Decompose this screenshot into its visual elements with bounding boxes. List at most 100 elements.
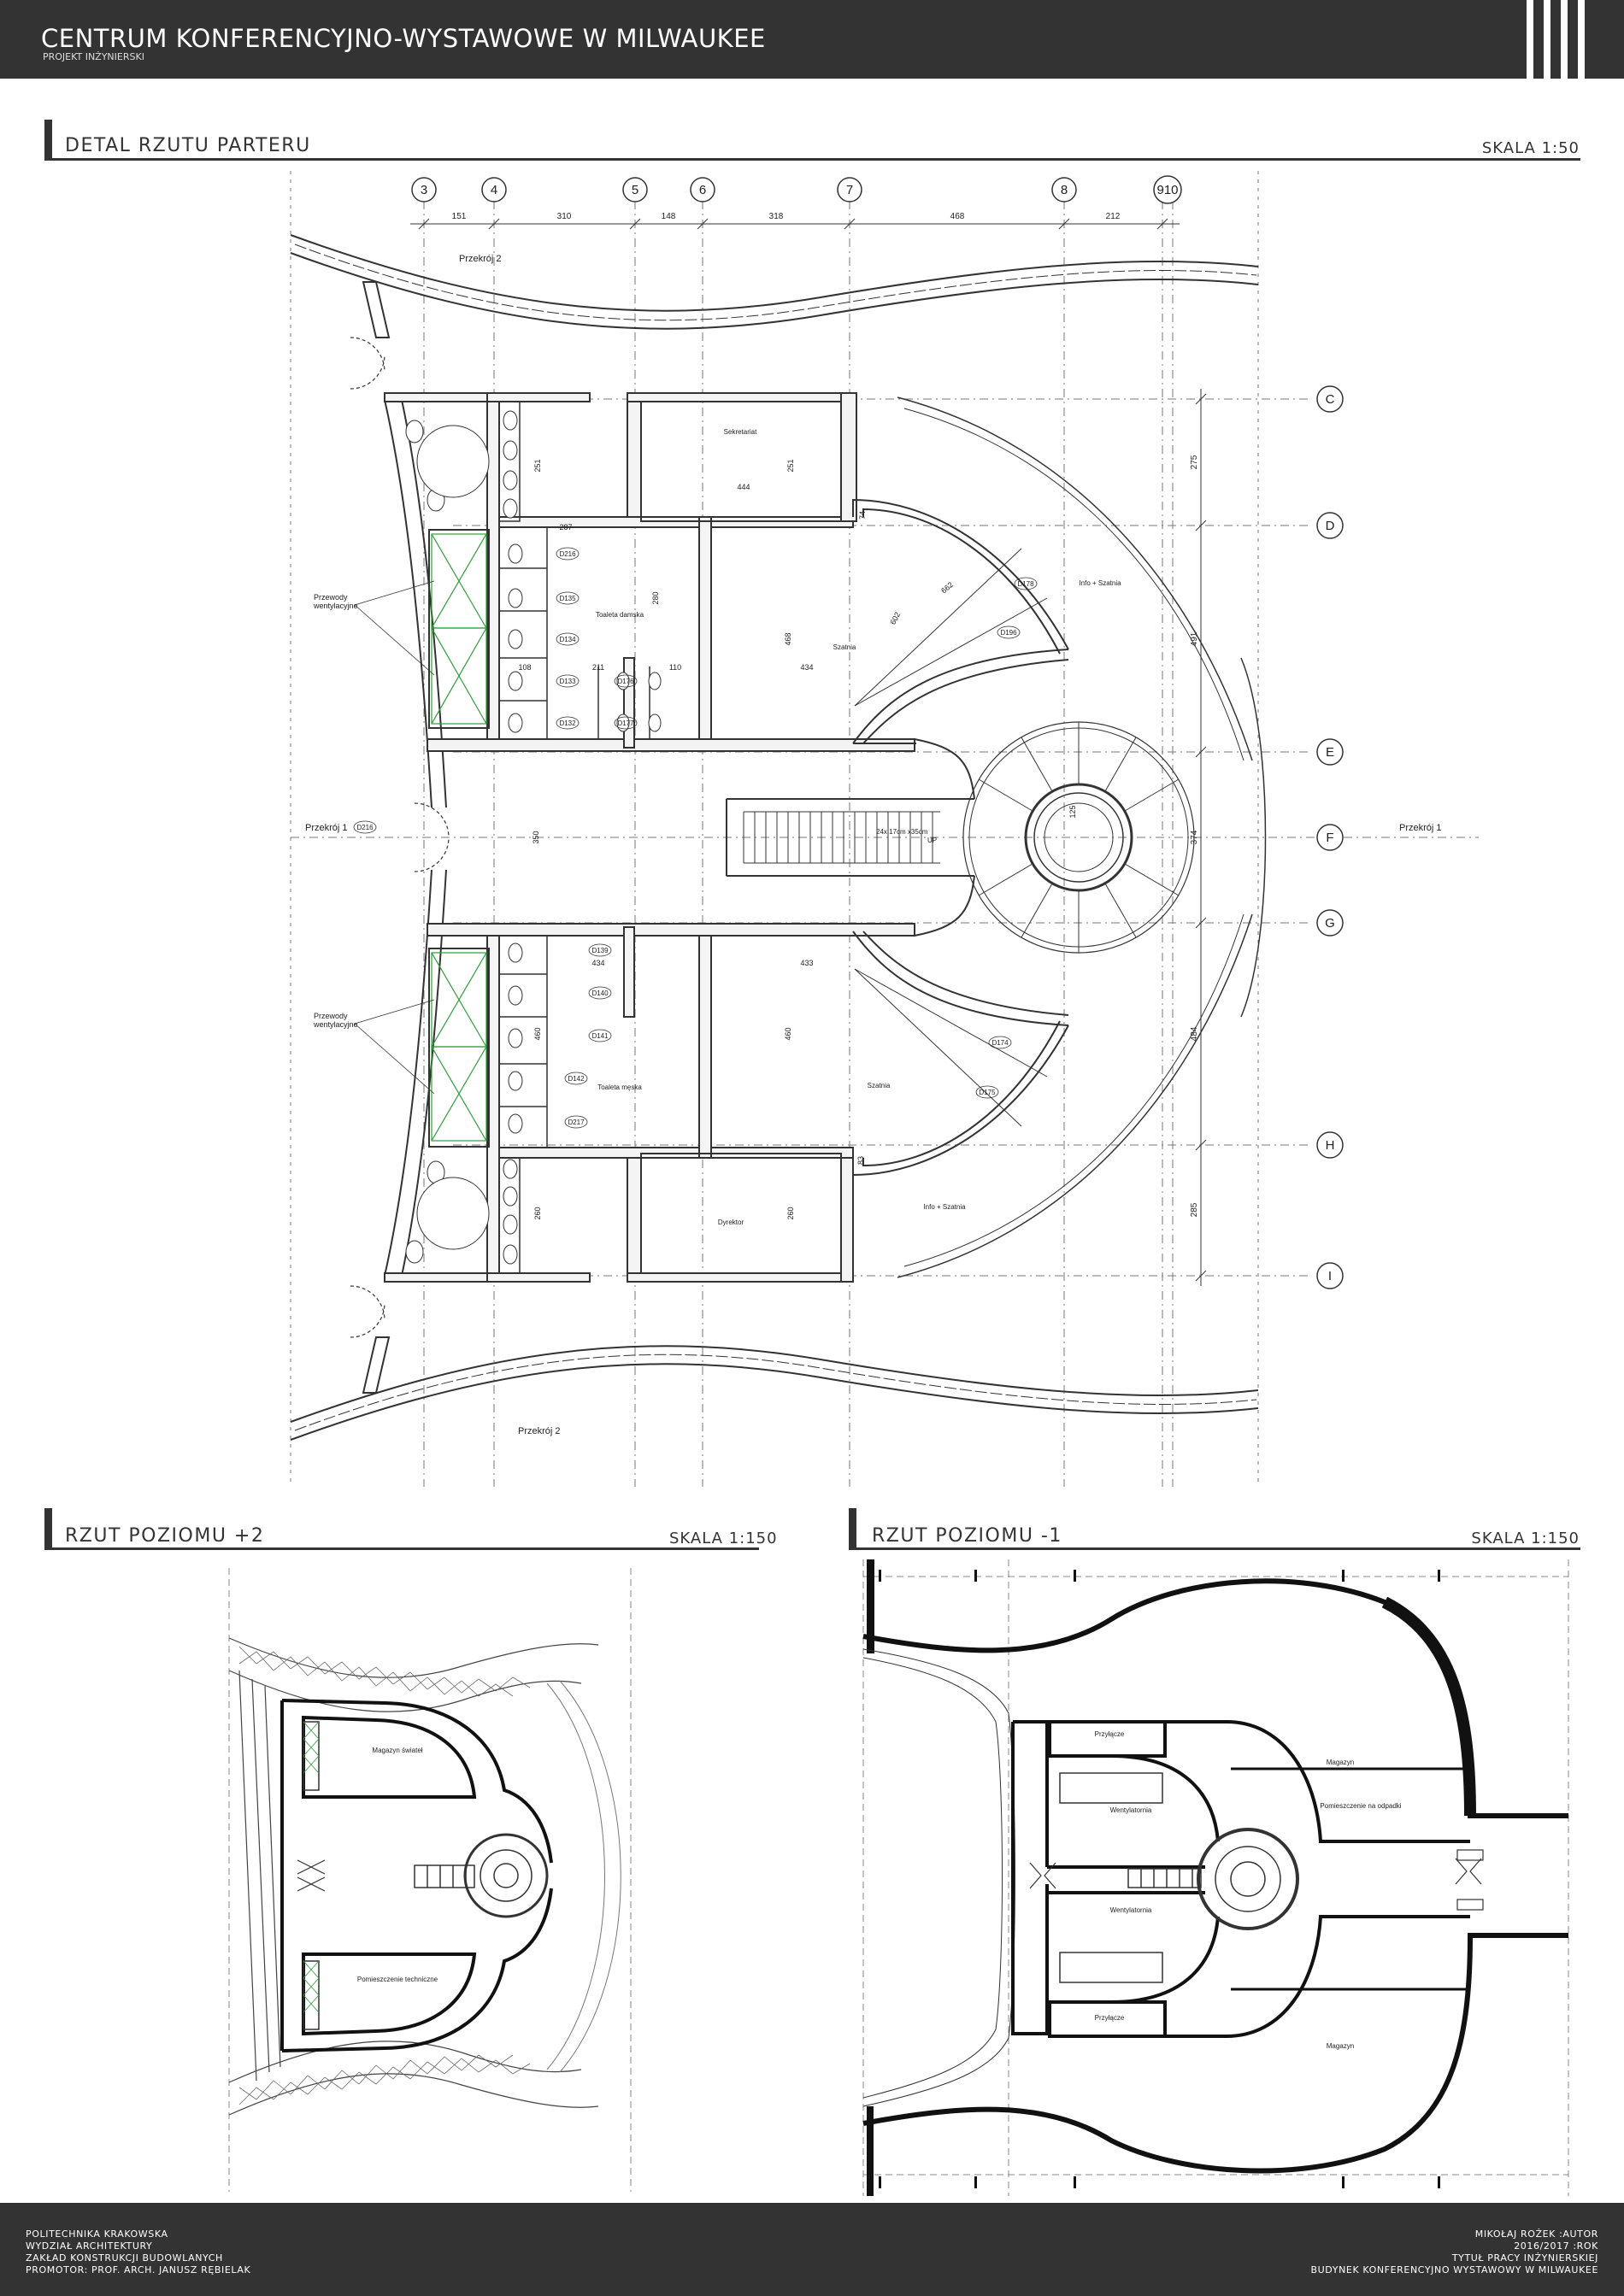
main-plan-title: DETAL RZUTU PARTERU	[65, 135, 311, 156]
dim-350: 350	[532, 831, 540, 843]
ground-floor-plan: 3 4 5 6 7 8 910 151 310 148 318 468 212 …	[290, 171, 1479, 1487]
axis-label-7: 7	[846, 183, 853, 197]
section-label-1-left: Przekrój 1	[305, 823, 348, 833]
dim-right-275: 275	[1190, 455, 1199, 469]
dim-top-151: 151	[452, 212, 467, 221]
dim-top-468: 468	[950, 212, 965, 221]
dim-287: 287	[559, 523, 572, 531]
bottom-block-walls	[384, 923, 915, 1283]
door-tag-d132: D132	[559, 719, 576, 727]
dim-right-491: 491	[1190, 631, 1199, 646]
toilet-partitions-top	[498, 401, 650, 739]
vent-label-bottom-2: wentylacyjne	[313, 1020, 358, 1029]
west-wall	[384, 399, 447, 1277]
ventilation-shaft-bottom	[431, 952, 487, 1142]
door-tag-d174: D174	[991, 1039, 1009, 1047]
door-tag-d134: D134	[559, 636, 576, 643]
header-stripe	[1544, 0, 1550, 79]
axis-bubbles-right	[1316, 385, 1344, 1289]
toilet-partitions-bottom	[498, 936, 548, 1274]
dim-260a: 260	[533, 1207, 542, 1219]
straight-stair	[743, 811, 940, 864]
title-bar: CENTRUM KONFERENCYJNO-WYSTAWOWE W MILWAU…	[0, 0, 1624, 79]
dim-260b: 260	[786, 1207, 795, 1219]
dim-662: 662	[939, 580, 955, 595]
facade-curve-top	[290, 234, 1259, 330]
door-tag-d140: D140	[591, 989, 609, 997]
dim-434a: 434	[800, 663, 813, 672]
section-marker	[849, 1508, 856, 1547]
footer-right-line: TYTUŁ PRACY INŻYNIERSKIEJ	[1451, 2252, 1598, 2264]
level-minus1-plan: Przyłącze Przyłącze Wentylatornia Wentyl…	[862, 1559, 1569, 2196]
room-szatnia-bottom: Szatnia	[868, 1082, 891, 1089]
vent-leader-lines	[354, 580, 435, 1095]
section-marker	[44, 120, 52, 159]
footer-institution: POLITECHNIKA KRAKOWSKA WYDZIAŁ ARCHITEKT…	[26, 2228, 250, 2276]
level-plus2-plan: Magazyn świateł Pomieszczenie techniczne	[228, 1568, 632, 2192]
dim-434b: 434	[591, 959, 604, 967]
project-title: CENTRUM KONFERENCYJNO-WYSTAWOWE W MILWAU…	[41, 24, 766, 53]
door-tag-d176: D176	[617, 678, 634, 685]
corridor-walls	[726, 738, 975, 937]
footer-bar: POLITECHNIKA KRAKOWSKA WYDZIAŁ ARCHITEKT…	[0, 2203, 1624, 2296]
axis-label-6: 6	[699, 183, 706, 197]
room-sekretariat: Sekretariat	[724, 428, 757, 436]
facade-curve-bottom	[290, 1345, 1259, 1441]
shaft-walls-top	[428, 529, 490, 729]
axis-label-4: 4	[491, 183, 497, 197]
axis-label-C: C	[1326, 392, 1335, 407]
footer-right-line: MIKOŁAJ ROŻEK :AUTOR	[1474, 2228, 1598, 2240]
header-stripe	[1561, 0, 1568, 79]
minus1-inner-walls	[1011, 1720, 1470, 2038]
room-info-bottom: Info + Szatnia	[923, 1203, 966, 1211]
vent-label-bottom-1: Przewody	[314, 1012, 348, 1020]
axis-label-E: E	[1326, 745, 1334, 760]
minus1-outer-walls	[862, 1559, 1568, 2196]
plan-minus1-scale: SKALA 1:150	[1471, 1530, 1580, 1547]
dim-280: 280	[651, 591, 660, 604]
dim-top-318: 318	[769, 212, 784, 221]
axis-label-I: I	[1328, 1269, 1332, 1283]
footer-left-line: PROMOTOR: PROF. ARCH. JANUSZ RĘBIELAK	[26, 2264, 251, 2275]
stair-up-label: UP	[927, 837, 937, 844]
dim-251b: 251	[786, 459, 795, 472]
plan-plus2-title: RZUT POZIOMU +2	[65, 1525, 265, 1547]
dim-top-148: 148	[662, 212, 676, 221]
door-tag-d178: D178	[1017, 580, 1034, 588]
dim-468: 468	[784, 632, 792, 645]
dim-right-285: 285	[1190, 1202, 1199, 1217]
door-tag-d217: D217	[568, 1119, 585, 1126]
atrium-curve-top	[852, 396, 1253, 761]
minus1-room-odpadki: Pomieszczenie na odpadki	[1320, 1802, 1401, 1810]
section-underline	[849, 1547, 1580, 1550]
axis-label-G: G	[1325, 916, 1335, 931]
axis-label-F: F	[1326, 831, 1333, 845]
ventilation-shaft-top	[431, 533, 487, 725]
dim-602: 602	[888, 611, 902, 626]
dim-right-484: 484	[1190, 1026, 1199, 1041]
section-label-2-top: Przekrój 2	[459, 254, 502, 264]
room-szatnia-top: Szatnia	[833, 643, 856, 651]
dim-433: 433	[800, 959, 813, 967]
door-tag-d196: D196	[1000, 629, 1017, 637]
axis-label-D: D	[1326, 519, 1335, 533]
minus1-room-magazyn-bottom: Magazyn	[1327, 2042, 1354, 2050]
axis-label-8: 8	[1061, 183, 1068, 197]
spiral-stair	[962, 657, 1267, 1018]
axis-bubbles-top	[411, 175, 1182, 204]
main-plan-scale: SKALA 1:50	[1481, 139, 1580, 157]
axis-label-910: 910	[1156, 183, 1178, 197]
shaft-walls-bottom	[428, 948, 490, 1148]
door-tag-d135: D135	[559, 595, 576, 602]
dim-110: 110	[669, 663, 681, 672]
room-info-top: Info + Szatnia	[1079, 579, 1121, 587]
dim-211: 211	[592, 663, 604, 672]
axis-label-3: 3	[421, 183, 427, 197]
axis-label-H: H	[1326, 1138, 1335, 1153]
plus2-shaft-top	[303, 1721, 320, 1791]
door-tag-d177: D177	[617, 719, 634, 727]
minus1-room-wentylatornia-top: Wentylatornia	[1110, 1806, 1152, 1814]
stair-spec: 24x 17cm x35cm	[876, 828, 928, 836]
footer-right-line: BUDYNEK KONFERENCYJNO WYSTAWOWY W MILWAU…	[1310, 2264, 1598, 2275]
minus1-room-przylacze-top: Przyłącze	[1095, 1730, 1125, 1738]
